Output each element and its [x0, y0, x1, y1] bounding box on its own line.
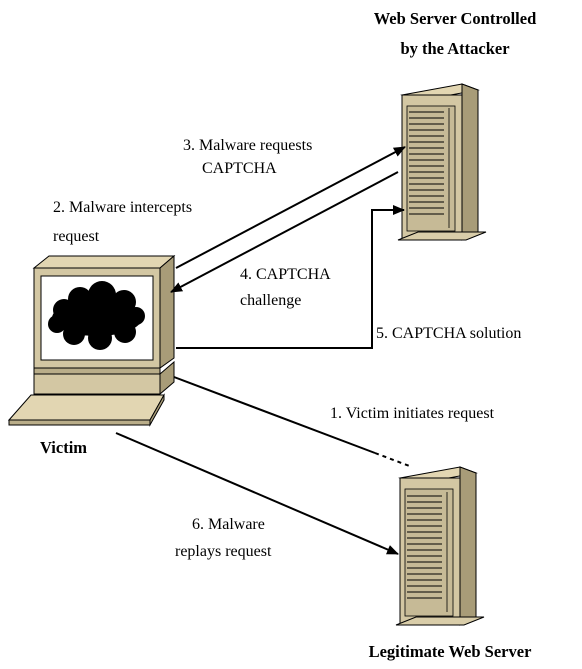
step3-label-line1: 3. Malware requests — [183, 137, 313, 154]
arrow-step3 — [175, 146, 406, 269]
line-step1-dashed — [374, 452, 413, 468]
step6-label-line1: 6. Malware — [192, 516, 265, 533]
step5-label-line1: 5. CAPTCHA solution — [376, 325, 522, 342]
legitimate-server-icon — [395, 466, 485, 626]
arrow-step4 — [170, 171, 399, 293]
step6-label-line2: replays request — [175, 543, 272, 560]
step4-label-line1: 4. CAPTCHA — [240, 266, 331, 283]
step4-label: 4. CAPTCHA challenge — [240, 263, 331, 312]
arrow-step5 — [176, 205, 405, 349]
step1-label-line1: 1. Victim initiates request — [330, 405, 495, 422]
attacker-server-title: Web Server Controlled by the Attacker — [330, 7, 580, 60]
step5-label: 5. CAPTCHA solution — [376, 322, 521, 345]
step2-label-line2: request — [53, 228, 100, 245]
attacker-server-title-line1: Web Server Controlled — [373, 9, 537, 28]
line-step1 — [173, 376, 376, 454]
victim-label: Victim — [40, 436, 87, 459]
step3-label-line2: CAPTCHA — [202, 160, 277, 177]
step3-label: 3. Malware requests CAPTCHA — [183, 134, 312, 180]
malware-cloud-icon — [48, 281, 145, 350]
arrow-step6 — [115, 432, 399, 555]
attacker-server-icon — [397, 83, 487, 241]
step1-label: 1. Victim initiates request — [330, 402, 494, 425]
attacker-server-title-line2: by the Attacker — [400, 39, 510, 58]
victim-label-text: Victim — [40, 438, 88, 457]
step6-label: 6. Malware replays request — [175, 513, 271, 563]
legit-server-title-text: Legitimate Web Server — [368, 642, 532, 661]
victim-computer-icon — [7, 254, 176, 427]
legit-server-title: Legitimate Web Server — [320, 640, 580, 663]
step2-label-line1: 2. Malware intercepts — [53, 199, 193, 216]
step2-label: 2. Malware intercepts request — [53, 196, 192, 248]
step4-label-line2: challenge — [240, 292, 302, 309]
